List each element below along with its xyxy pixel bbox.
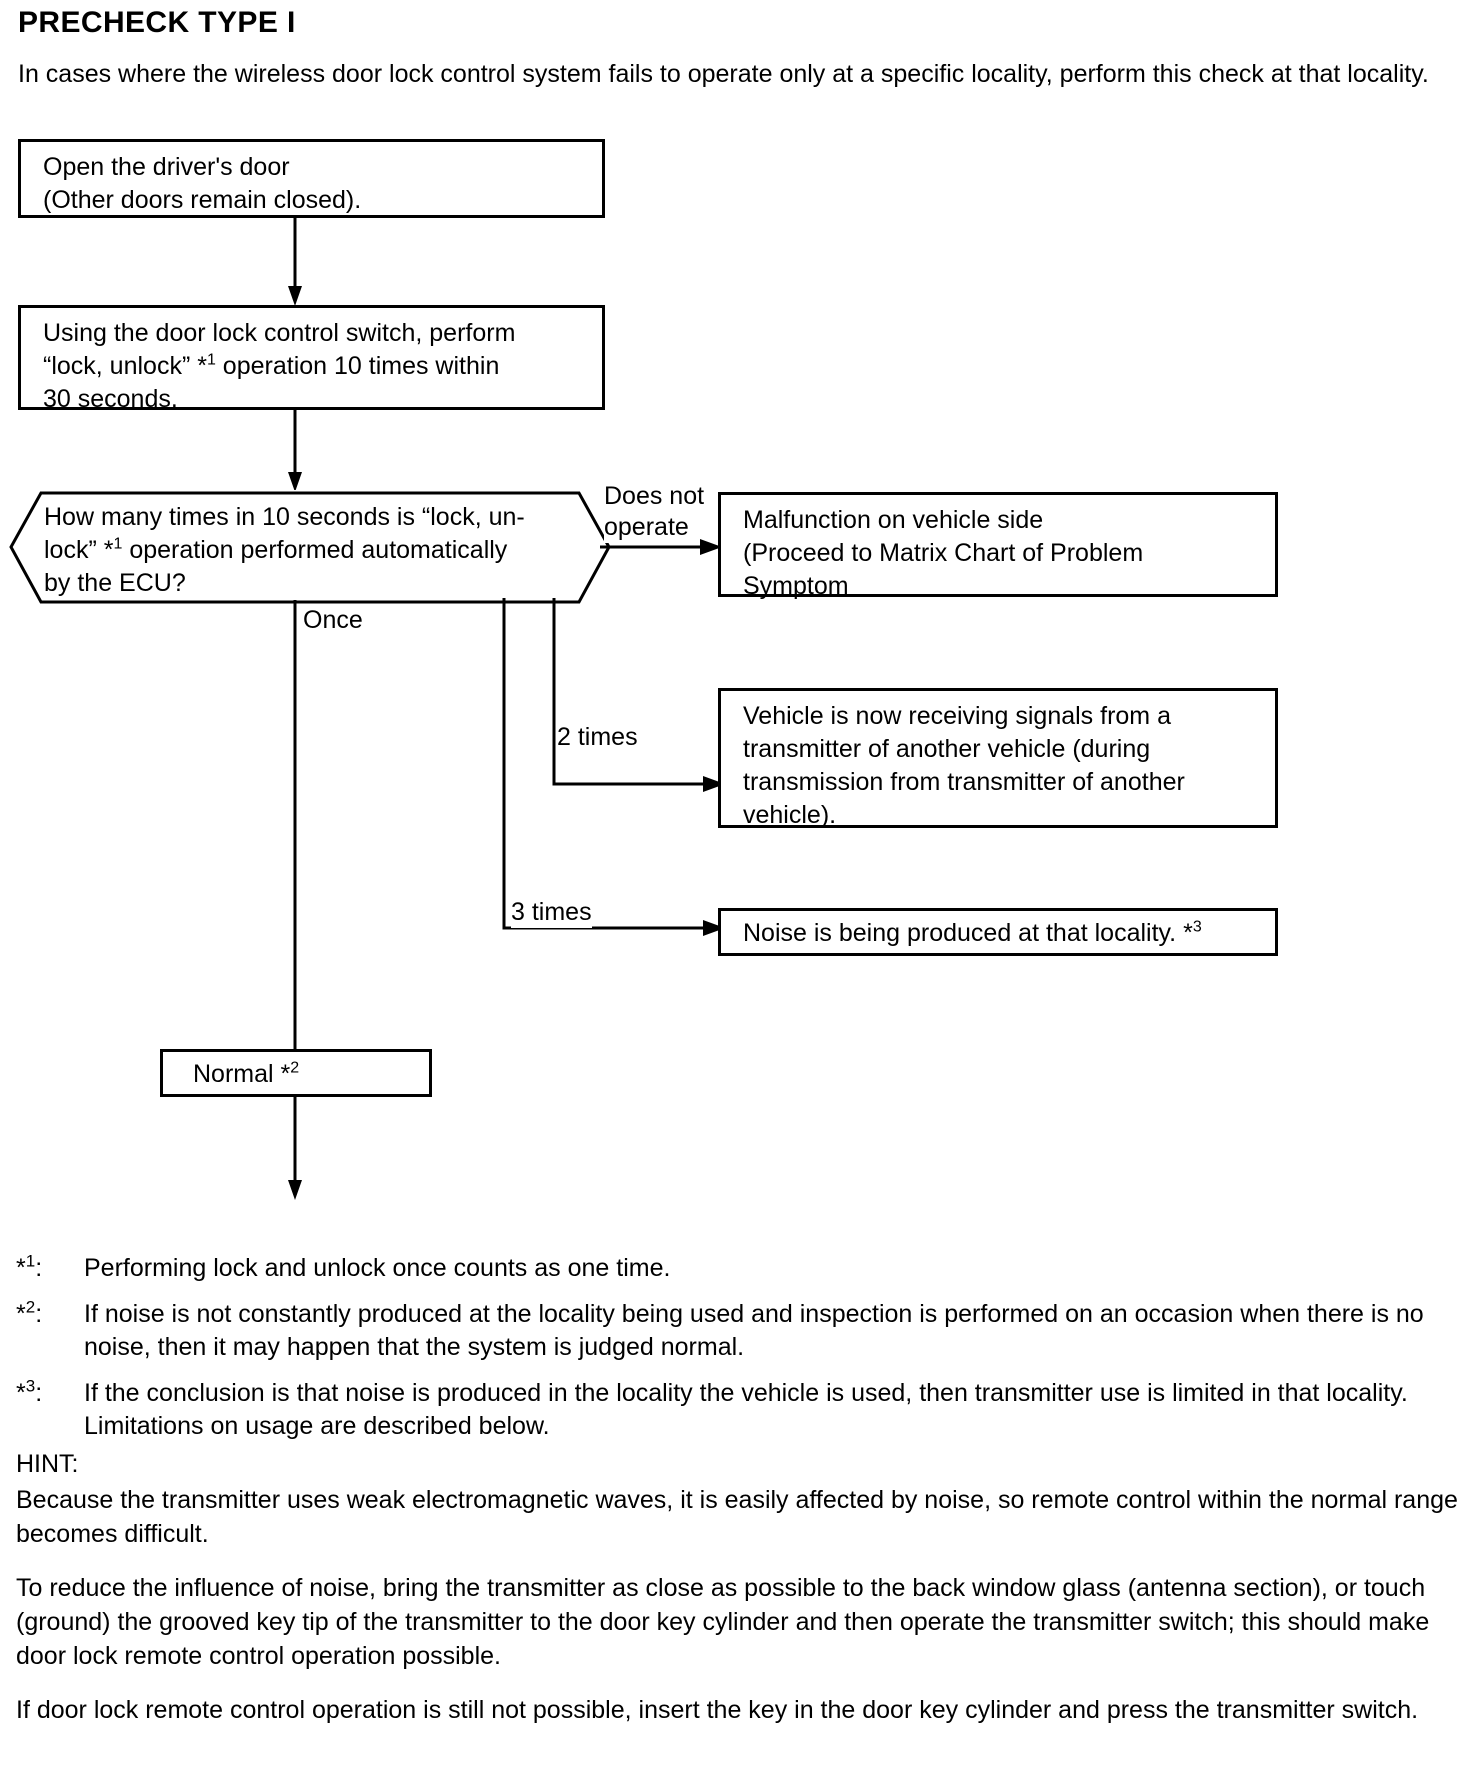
flow-box-other-vehicle-signals: Vehicle is now receiving signals from a …: [718, 688, 1278, 829]
connector-decision-two-times: [552, 598, 725, 792]
flow-decision-line3: by the ECU?: [44, 569, 186, 597]
footnote-marker: *2: [280, 1059, 300, 1088]
footnote-row: *1: Performing lock and unlock once coun…: [16, 1252, 1460, 1285]
page-title: PRECHECK TYPE I: [18, 6, 296, 39]
footnote-text-1: Performing lock and unlock once counts a…: [84, 1254, 671, 1282]
branch-label-does-not-operate: Does not operate: [604, 481, 724, 543]
footnote-row: *3: If the conclusion is that noise is p…: [16, 1377, 1460, 1443]
footnote-text-2: If noise is not constantly produced at t…: [84, 1300, 1424, 1361]
connector-decision-malfunction: [600, 539, 722, 555]
connector-decision-three-times: [502, 598, 725, 936]
footnote-marker-2: *2:: [16, 1297, 43, 1328]
flow-box-open-door: Open the driver's door (Other doors rema…: [18, 139, 605, 218]
footnote-marker-1: *1:: [16, 1251, 43, 1282]
flow-box-malfunction-line3: Symptom: [743, 572, 849, 600]
flow-decision-line1: How many times in 10 seconds is “lock, u…: [44, 503, 525, 531]
flow-box-malfunction-vehicle-side: Malfunction on vehicle side (Proceed to …: [718, 492, 1278, 600]
branch-label-three-times: 3 times: [511, 897, 592, 928]
hexagon-outline: [9, 491, 611, 604]
hint-paragraph-2: To reduce the influence of noise, bring …: [16, 1574, 1430, 1670]
flow-box-other-vehicle-line3: transmission from transmitter of another: [743, 768, 1185, 796]
footnote-marker: *3: [1183, 918, 1202, 947]
flow-box-other-vehicle-line1: Vehicle is now receiving signals from a: [743, 702, 1171, 730]
footnote-marker-3: *3:: [16, 1376, 43, 1407]
flow-box-normal: Normal *2: [160, 1049, 432, 1097]
footnote-marker: *1: [103, 535, 123, 564]
hint-paragraph-1: Because the transmitter uses weak electr…: [16, 1486, 1458, 1548]
flow-box-operate-switch-line1: Using the door lock control switch, perf…: [43, 319, 516, 347]
branch-label-two-times: 2 times: [557, 722, 638, 753]
hint-section: HINT: Because the transmitter uses weak …: [16, 1448, 1462, 1727]
footnote-row: *2: If noise is not constantly produced …: [16, 1298, 1460, 1364]
flow-box-other-vehicle-line4: vehicle).: [743, 801, 837, 829]
flow-box-other-vehicle-line2: transmitter of another vehicle (during: [743, 735, 1151, 763]
flow-box-operate-switch: Using the door lock control switch, perf…: [18, 305, 605, 413]
flow-box-operate-switch-line3: 30 seconds.: [43, 385, 178, 413]
flow-box-operate-switch-line2: “lock, unlock” *1 operation 10 times wit…: [43, 351, 500, 380]
flow-box-noise-text: Noise is being produced at that locality…: [743, 919, 1184, 947]
intro-paragraph: In cases where the wireless door lock co…: [18, 60, 1429, 88]
connector-step1-step2: [288, 218, 302, 306]
hint-paragraph-3: If door lock remote control operation is…: [16, 1696, 1419, 1724]
branch-label-once: Once: [303, 605, 363, 636]
flow-box-malfunction-line2: (Proceed to Matrix Chart of Problem: [743, 539, 1144, 567]
connector-step2-decision: [288, 410, 302, 492]
flow-box-normal-text: Normal: [193, 1060, 281, 1088]
hint-label: HINT:: [16, 1450, 79, 1478]
flow-box-noise-locality: Noise is being produced at that locality…: [718, 908, 1278, 956]
footnotes-section: *1: Performing lock and unlock once coun…: [16, 1252, 1460, 1456]
footnote-marker: *1: [197, 351, 216, 380]
flow-box-open-door-line2: (Other doors remain closed).: [43, 186, 362, 214]
flow-decision-ecu-count: How many times in 10 seconds is “lock, u…: [8, 490, 612, 605]
flow-decision-line2: lock” *1 operation performed automatical…: [44, 535, 508, 564]
flow-box-open-door-line1: Open the driver's door: [43, 153, 290, 181]
footnote-text-3: If the conclusion is that noise is produ…: [84, 1379, 1408, 1440]
flow-decision-text: How many times in 10 seconds is “lock, u…: [44, 501, 584, 600]
flow-box-malfunction-line1: Malfunction on vehicle side: [743, 506, 1044, 534]
connector-decision-normal: [288, 600, 302, 1200]
